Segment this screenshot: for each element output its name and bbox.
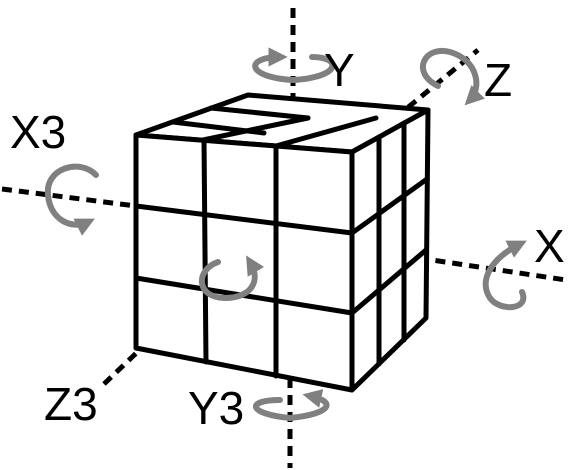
cube-top-grid (170, 105, 379, 149)
axis-label-x: X (534, 220, 565, 272)
axis-label-y3: Y3 (188, 382, 244, 434)
y3-rotation-arrow-icon (253, 389, 330, 422)
rubiks-cube (133, 92, 431, 393)
x3-rotation-arrow-icon (44, 163, 99, 236)
cube-right-grid (349, 120, 430, 367)
cube-front-face (133, 132, 355, 393)
axis-label-x3: X3 (10, 106, 66, 158)
cube-right-face (349, 107, 431, 393)
x-rotation-arrow-icon (482, 240, 527, 311)
axis-label-z: Z (484, 54, 512, 106)
z-rotation-arrow-icon (419, 47, 485, 106)
x3-axis-line (1, 186, 137, 209)
x-axis-line (384, 250, 567, 283)
axis-labels: Y Z X3 X Z3 Y3 (10, 44, 565, 434)
y-rotation-arrow-icon (252, 47, 336, 84)
z3-rotation-arrow-icon (199, 255, 265, 302)
axis-label-z3: Z3 (44, 378, 98, 430)
axis-label-y: Y (324, 44, 355, 96)
rotation-arrows (44, 47, 527, 422)
